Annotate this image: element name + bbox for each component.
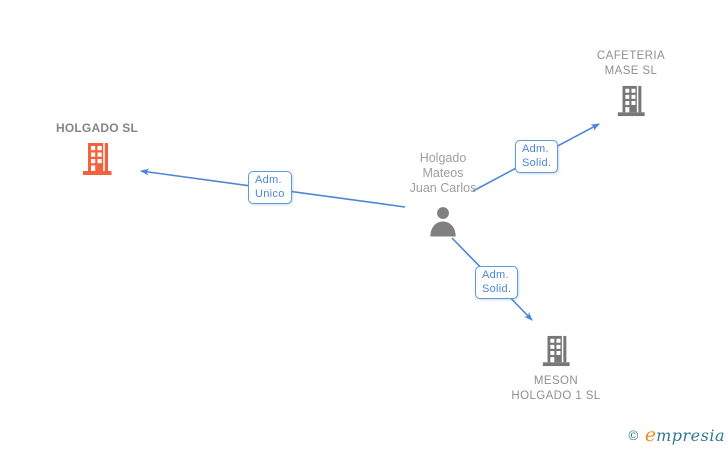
brand-name: mpresia xyxy=(656,426,725,445)
company-name: MASE SL xyxy=(604,65,658,77)
company-name: CAFETERIA xyxy=(596,50,666,62)
building-icon xyxy=(542,335,570,367)
person-icon xyxy=(430,207,456,237)
edge-label-text: Solid. xyxy=(522,156,552,169)
node-company-cafeteria-mase-sl[interactable]: CAFETERIA MASE SL xyxy=(574,49,688,118)
copyright-icon: © xyxy=(626,429,640,444)
person-name-line: Juan Carlos xyxy=(409,181,477,195)
person-name-line: Holgado xyxy=(419,151,467,165)
building-icon xyxy=(617,85,645,117)
edge-label-text: Adm. xyxy=(522,143,549,155)
edge-label-text: Adm. xyxy=(255,174,282,186)
edge-label-text: Adm. xyxy=(482,269,509,281)
company-name: HOLGADO 1 SL xyxy=(511,390,601,402)
company-name: HOLGADO SL xyxy=(56,121,138,135)
empresia-watermark: © empresia xyxy=(627,424,725,446)
node-person-holgado-mateos-juan-carlos[interactable]: Holgado Mateos Juan Carlos xyxy=(379,151,507,238)
company-name: MESON xyxy=(533,375,579,387)
edge-label-text: Unico xyxy=(255,187,285,200)
edge-label-adm-solid-meson[interactable]: Adm. Solid. xyxy=(475,266,519,299)
building-icon xyxy=(83,143,112,175)
node-company-holgado-sl[interactable]: HOLGADO SL xyxy=(40,121,154,178)
edge-label-adm-unico[interactable]: Adm. Unico xyxy=(248,171,292,204)
edge-label-adm-solid-cafeteria[interactable]: Adm. Solid. xyxy=(515,140,559,173)
node-company-meson-holgado-1-sl[interactable]: MESON HOLGADO 1 SL xyxy=(499,334,613,404)
person-name-line: Mateos xyxy=(422,166,464,180)
brand-initial: e xyxy=(644,424,657,446)
edge-label-text: Solid. xyxy=(482,282,512,295)
